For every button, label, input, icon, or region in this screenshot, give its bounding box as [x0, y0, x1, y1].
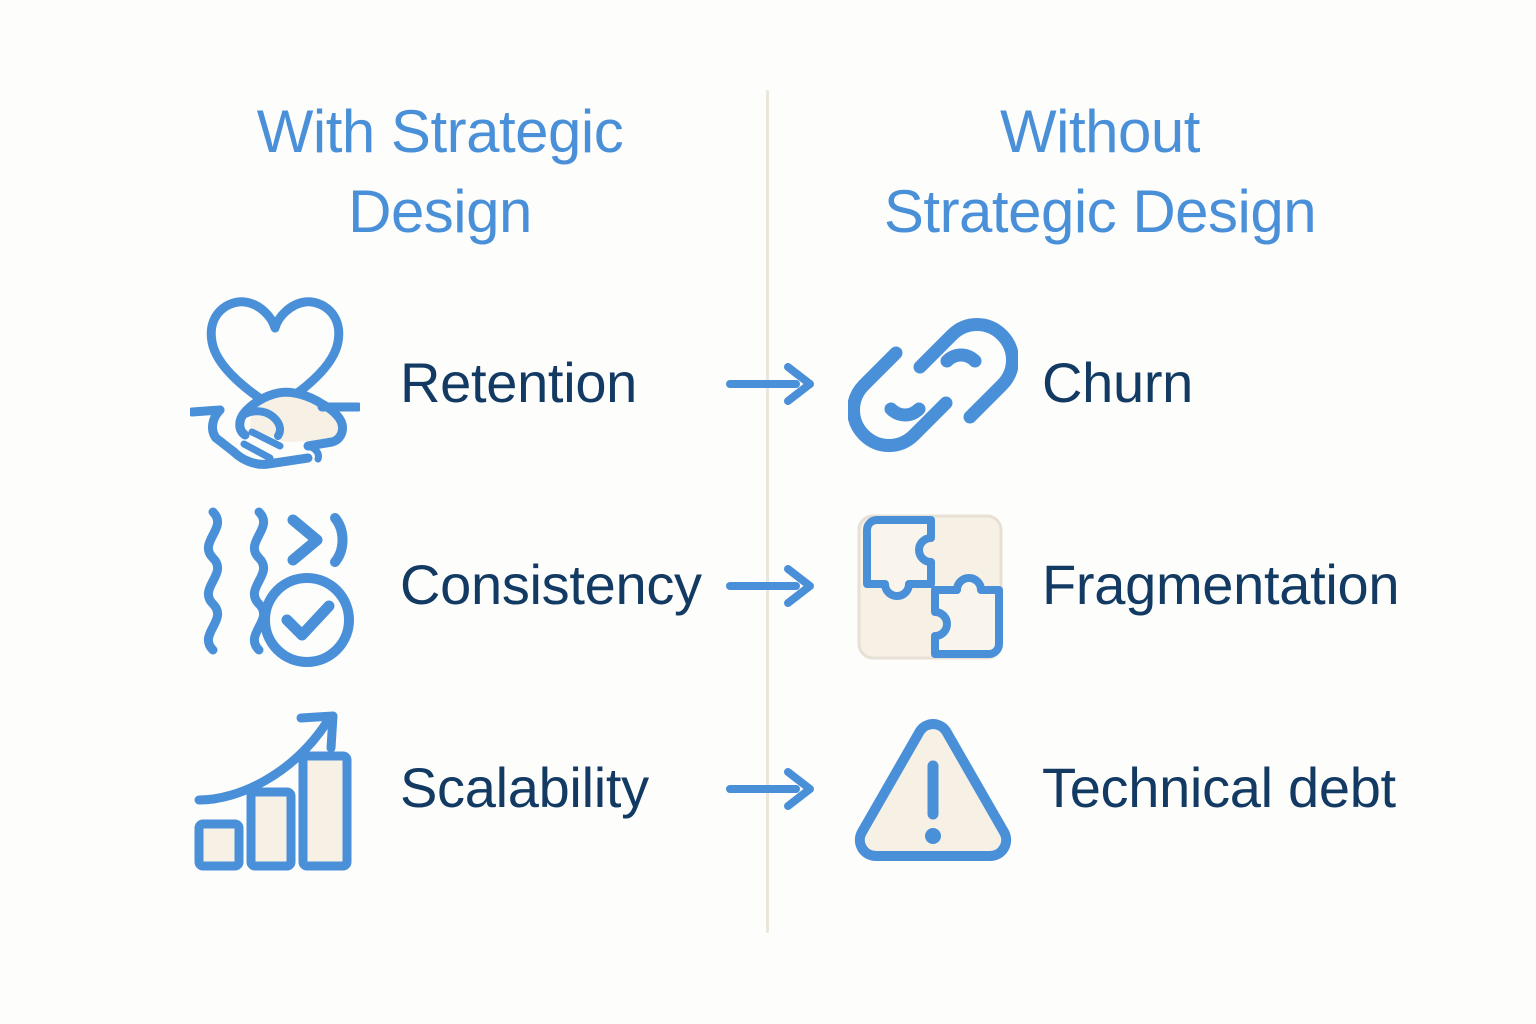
right-column-heading: Without Strategic Design [883, 98, 1317, 245]
puzzle-pieces-icon [843, 492, 1023, 682]
comparison-row: Retention Churn [0, 285, 1536, 485]
arrow-right-icon [726, 563, 816, 609]
left-row-label: Consistency [400, 553, 702, 616]
handshake-heart-icon [185, 290, 365, 480]
arrow-right-icon [726, 766, 816, 812]
column-divider [766, 90, 769, 933]
right-row-label: Technical debt [1042, 756, 1396, 819]
left-row-label: Retention [400, 351, 638, 414]
warning-triangle-icon [843, 695, 1023, 885]
broken-chain-link-icon [843, 290, 1023, 480]
left-column-heading: With Strategic Design [256, 98, 624, 245]
left-row-label: Scalability [400, 756, 649, 819]
arrow-right-icon [726, 361, 816, 407]
right-row-label: Churn [1042, 351, 1194, 414]
right-row-label: Fragmentation [1042, 553, 1400, 616]
comparison-row: Scalability Technical debt [0, 690, 1536, 890]
growth-bar-chart-icon [185, 695, 365, 885]
comparison-row: Consistency Fragmentation [0, 487, 1536, 687]
consistency-check-icon [185, 492, 365, 682]
